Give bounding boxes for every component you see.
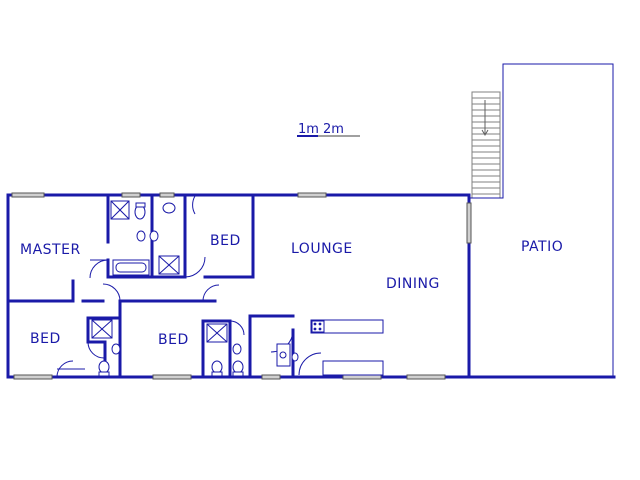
exterior-walls bbox=[6, 193, 616, 379]
scale-label-2m: 2m bbox=[323, 122, 344, 137]
windows bbox=[11, 192, 472, 380]
kitchen bbox=[276, 319, 384, 376]
room-label-patio: PATIO bbox=[521, 239, 563, 255]
patio-area bbox=[469, 63, 614, 377]
fixtures bbox=[91, 200, 244, 377]
room-label-bed-left: BED bbox=[30, 331, 61, 347]
scale-bar: 1m 2m bbox=[297, 122, 360, 137]
room-label-dining: DINING bbox=[386, 276, 440, 292]
room-label-bed-middle: BED bbox=[158, 332, 189, 348]
doors bbox=[56, 195, 322, 378]
room-label-bed-top: BED bbox=[210, 233, 241, 249]
room-label-master: MASTER bbox=[20, 242, 81, 258]
staircase bbox=[471, 91, 501, 199]
interior-walls bbox=[6, 193, 295, 379]
room-label-lounge: LOUNGE bbox=[291, 241, 353, 257]
scale-label-1m: 1m bbox=[298, 122, 319, 137]
